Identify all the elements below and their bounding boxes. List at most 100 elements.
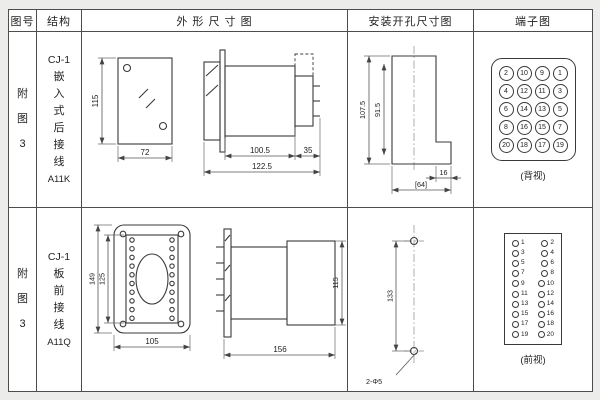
dim-cutout-notch: 16 <box>439 168 447 177</box>
terminal-pin: 12 <box>516 83 532 99</box>
terminal-pin: 3 <box>552 83 568 99</box>
terminal-pin: 8 <box>498 119 514 135</box>
dim-front-width: 72 <box>140 148 149 157</box>
terminal-screw <box>537 321 545 329</box>
terminal-number: 13 <box>521 300 529 308</box>
terminal-number: 7 <box>521 269 525 277</box>
terminal-screw <box>512 249 519 257</box>
terminal-screw <box>512 260 519 268</box>
assembly-side-view <box>215 227 336 338</box>
row1-figure-number: 附图3 <box>17 87 28 151</box>
terminal-number: 1 <box>521 238 525 246</box>
row1-outline-cell: 115 72 <box>82 32 348 208</box>
base-front-view <box>112 223 191 334</box>
terminal-pin: 14 <box>516 101 532 117</box>
terminal-pin: 2 <box>498 65 514 81</box>
row2-mount-type: 板前接线 <box>53 267 65 332</box>
terminal-row: 15 16 <box>512 311 554 318</box>
terminal-screw <box>537 300 545 308</box>
terminal-row: 1 2 <box>512 238 554 247</box>
terminal-pin: 5 <box>552 101 568 117</box>
terminal-pin: 18 <box>516 137 532 153</box>
dim-base-height: 149 <box>87 273 96 285</box>
row2-install-drawing: 133 2-Φ5 <box>366 224 424 386</box>
terminal-screw <box>512 290 519 298</box>
row2-outline-cell: 149 125 105 <box>82 208 348 391</box>
dim-front-height: 115 <box>91 94 100 107</box>
header-outline: 外 形 尺 寸 图 <box>82 10 348 32</box>
header-structure: 结构 <box>37 10 82 32</box>
row1-structure: CJ-1 嵌入式后接线 A11K <box>48 54 71 185</box>
terminal-number: 11 <box>521 289 528 297</box>
terminal-pin: 10 <box>516 65 532 81</box>
row1-type-code: A11K <box>47 174 71 186</box>
catalog-page: 图号 结构 外 形 尺 寸 图 安装开孔尺寸图 端子图 附图3 CJ-1 嵌入式… <box>8 9 593 392</box>
header-install-label: 安装开孔尺寸图 <box>368 15 453 28</box>
terminal-screw <box>537 310 545 318</box>
dim-depth-body: 100.5 <box>249 146 270 155</box>
terminal-number: 12 <box>546 289 554 297</box>
terminal-grid: 2 10 9 1 4 12 11 3 6 14 13 5 8 16 <box>498 65 568 153</box>
terminal-row: 3 4 <box>512 250 554 257</box>
terminal-screw <box>537 331 545 339</box>
row2-structure-cell: CJ-1 板前接线 A11Q <box>37 208 82 391</box>
terminal-number: 4 <box>550 249 554 257</box>
terminal-number: 2 <box>550 238 554 246</box>
terminal-row: 19 20 <box>512 330 554 339</box>
terminal-number: 20 <box>546 330 554 338</box>
dim-cutout-inner-height: 91.5 <box>373 103 382 117</box>
row1-install-drawing: 107.5 91.5 16 [64] <box>358 45 461 194</box>
row1-figure-cell: 附图3 <box>9 32 37 208</box>
terminal-row: 11 12 <box>512 289 554 298</box>
terminal-screw <box>512 321 519 329</box>
terminal-pin: 17 <box>534 137 550 153</box>
relay-front-view <box>116 56 173 145</box>
row1-structure-cell: CJ-1 嵌入式后接线 A11K <box>37 32 82 208</box>
row1-terminal-cell: 2 10 9 1 4 12 11 3 6 14 13 5 8 16 <box>474 32 592 208</box>
terminal-pin: 1 <box>552 65 568 81</box>
terminal-row: 9 10 <box>512 279 554 288</box>
terminal-screw <box>537 290 545 298</box>
dim-side-height: 115 <box>331 277 340 288</box>
header-terminal: 端子图 <box>474 10 592 32</box>
hole-spec-label: 2-Φ5 <box>366 377 382 386</box>
dim-side-length: 156 <box>273 345 287 354</box>
header-figure-label: 图号 <box>10 15 35 28</box>
terminal-number: 9 <box>521 279 525 287</box>
dim-base-width: 105 <box>145 337 159 346</box>
terminal-number: 14 <box>546 300 554 308</box>
terminal-number: 17 <box>521 320 529 328</box>
terminal-pin: 15 <box>534 119 550 135</box>
terminal-row: 17 18 <box>512 320 554 329</box>
terminal-number: 15 <box>521 310 529 318</box>
row1-model: CJ-1 <box>47 53 71 66</box>
terminal-number: 10 <box>546 279 554 287</box>
terminal-screw <box>512 300 519 308</box>
spec-table: 图号 结构 外 形 尺 寸 图 安装开孔尺寸图 端子图 附图3 CJ-1 嵌入式… <box>8 9 593 392</box>
terminal-pin: 20 <box>498 137 514 153</box>
row2-install-cell: 133 2-Φ5 <box>348 208 474 391</box>
header-figure: 图号 <box>9 10 37 32</box>
terminal-number: 19 <box>521 330 529 338</box>
terminal-pin: 13 <box>534 101 550 117</box>
mounting-holes <box>409 236 418 355</box>
row2-type-code: A11Q <box>47 337 71 349</box>
terminal-screw <box>537 280 545 288</box>
terminal-screw <box>512 270 519 278</box>
terminal-screw <box>541 270 549 278</box>
row1-install-cell: 107.5 91.5 16 [64] <box>348 32 474 208</box>
terminal-number: 8 <box>550 269 554 277</box>
terminal-block-front-view: 1 2 3 4 5 6 7 8 <box>504 232 562 346</box>
terminal-row: 5 6 <box>512 260 554 268</box>
terminal-screw <box>541 239 549 247</box>
row2-figure-cell: 附图3 <box>9 208 37 391</box>
terminal-row: 7 8 <box>512 269 554 278</box>
terminal-screw <box>512 331 519 339</box>
row2-terminal-diagram: 1 2 3 4 5 6 7 8 <box>504 232 562 366</box>
terminal-number: 16 <box>546 310 554 318</box>
terminal-pin: 16 <box>516 119 532 135</box>
terminal-pin: 6 <box>498 101 514 117</box>
dim-cutout-height: 107.5 <box>358 101 367 119</box>
terminal-screw <box>541 260 549 268</box>
header-install: 安装开孔尺寸图 <box>348 10 474 32</box>
